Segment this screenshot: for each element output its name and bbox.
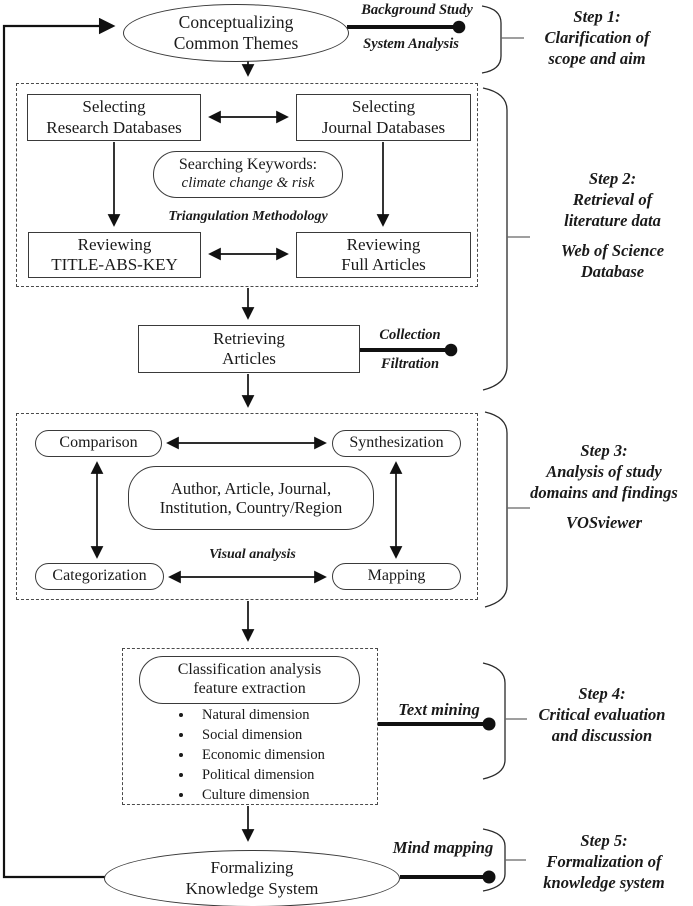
reviewing-title-line2: TITLE-ABS-KEY [51,255,178,274]
system-analysis-label: System Analysis [363,36,459,52]
selecting-research-line1: Selecting [82,97,146,117]
categorization-pill: Categorization [35,563,164,590]
classification-line2: feature extraction [193,680,306,697]
bullet-culture-dimension: Culture dimension [194,785,404,805]
selecting-journal-line1: Selecting [351,97,416,117]
step4-line1: Step 4: [578,684,626,703]
searching-keywords-box: Searching Keywords: climate change & ris… [153,151,343,198]
bibliometric-line2: Institution, Country/Region [159,498,343,517]
brace-step1 [481,5,502,74]
dimension-bullet-list: Natural dimension Social dimension Econo… [150,705,404,805]
retrieving-annotation-line [360,343,458,357]
step1-line3: scope and aim [548,49,646,69]
step5-line2: Formalization of [546,852,662,872]
comparison-label: Comparison [59,434,138,452]
step1-annotation-line [347,20,466,34]
retrieving-line2: Articles [222,349,276,368]
step3-line3: domains and findings [530,483,678,503]
bibliometric-line1: Author, Article, Journal, [170,478,332,498]
categorization-label: Categorization [52,567,147,585]
step2-line2: Retrieval of [572,190,653,210]
collection-label: Collection [379,327,441,343]
step4-line3: and discussion [551,726,653,746]
visual-analysis-label: Visual analysis [209,547,296,562]
step4-label: Step 4: Critical evaluation and discussi… [522,683,682,746]
step4-dashed-box [122,648,378,805]
selecting-research-line2: Research Databases [46,117,182,137]
selecting-research-databases-box: Selecting Research Databases [27,94,201,141]
synthesization-label: Synthesization [349,434,444,452]
feedback-loop-arrow [2,17,116,879]
step1-label: Step 1: Clarification of scope and aim [522,6,672,69]
brace-step4 [482,662,506,780]
step4-line2: Critical evaluation [538,705,666,725]
searching-keywords-line2: climate change & risk [181,175,315,192]
selecting-journal-line2: Journal Databases [321,117,446,137]
comparison-pill: Comparison [35,430,162,457]
bullet-social-dimension: Social dimension [194,725,404,745]
reviewing-title-line1: Reviewing [77,234,152,254]
step3-line1: Step 3: [580,441,628,460]
step1-line1: Step 1: [573,7,621,26]
step2-line1: Step 2: [588,169,637,188]
conceptualizing-line2: Common Themes [173,33,299,53]
step2-label: Step 2: Retrieval of literature data Web… [535,168,690,283]
selecting-journal-databases-box: Selecting Journal Databases [296,94,471,141]
step4-annotation-line [378,717,496,731]
step3-tool: VOSviewer [565,513,643,533]
retrieving-line1: Retrieving [213,328,285,348]
triangulation-methodology-label: Triangulation Methodology [168,209,328,224]
step5-line3: knowledge system [543,873,665,893]
bullet-natural-dimension: Natural dimension [194,705,404,725]
bullet-economic-dimension: Economic dimension [194,745,404,765]
step2-dashed-box [16,83,478,287]
background-study-label: Background Study [361,2,473,18]
brace-step2 [482,87,508,391]
formalizing-knowledge-ellipse: Formalizing Knowledge System [104,850,400,906]
reviewing-full-articles-box: Reviewing Full Articles [296,232,471,278]
step5-line1: Step 5: [580,831,628,850]
step3-line2: Analysis of study [546,462,662,482]
bullet-political-dimension: Political dimension [194,765,404,785]
mind-mapping-label: Mind mapping [392,838,494,857]
reviewing-title-abs-key-box: Reviewing TITLE-ABS-KEY [28,232,201,278]
mapping-label: Mapping [367,567,426,585]
retrieving-articles-box: Retrieving Articles [138,325,360,373]
synthesization-pill: Synthesization [332,430,461,457]
filtration-label: Filtration [380,356,440,372]
step3-label: Step 3: Analysis of study domains and fi… [518,440,690,533]
mapping-pill: Mapping [332,563,461,590]
text-mining-label: Text mining [398,700,480,719]
reviewing-full-line1: Reviewing [346,234,421,254]
step2-tool-line1: Web of Science [560,241,665,261]
step2-line3: literature data [564,211,661,231]
formalizing-line2: Knowledge System [185,878,319,898]
step1-line2: Clarification of [544,28,650,48]
step5-annotation-line [400,870,496,884]
step2-tool-line2: Database [580,262,645,282]
reviewing-full-line2: Full Articles [341,255,426,274]
formalizing-line1: Formalizing [210,858,294,878]
conceptualizing-line1: Conceptualizing [178,12,294,33]
bibliometric-items-box: Author, Article, Journal, Institution, C… [128,466,374,530]
searching-keywords-line1: Searching Keywords: [178,156,318,174]
conceptualizing-ellipse: Conceptualizing Common Themes [123,4,349,62]
step3-dashed-box [16,413,478,600]
step5-label: Step 5: Formalization of knowledge syste… [524,830,684,893]
classification-line1: Classification analysis [177,661,322,679]
classification-analysis-box: Classification analysis feature extracti… [139,656,360,704]
brace-step3 [484,411,508,608]
